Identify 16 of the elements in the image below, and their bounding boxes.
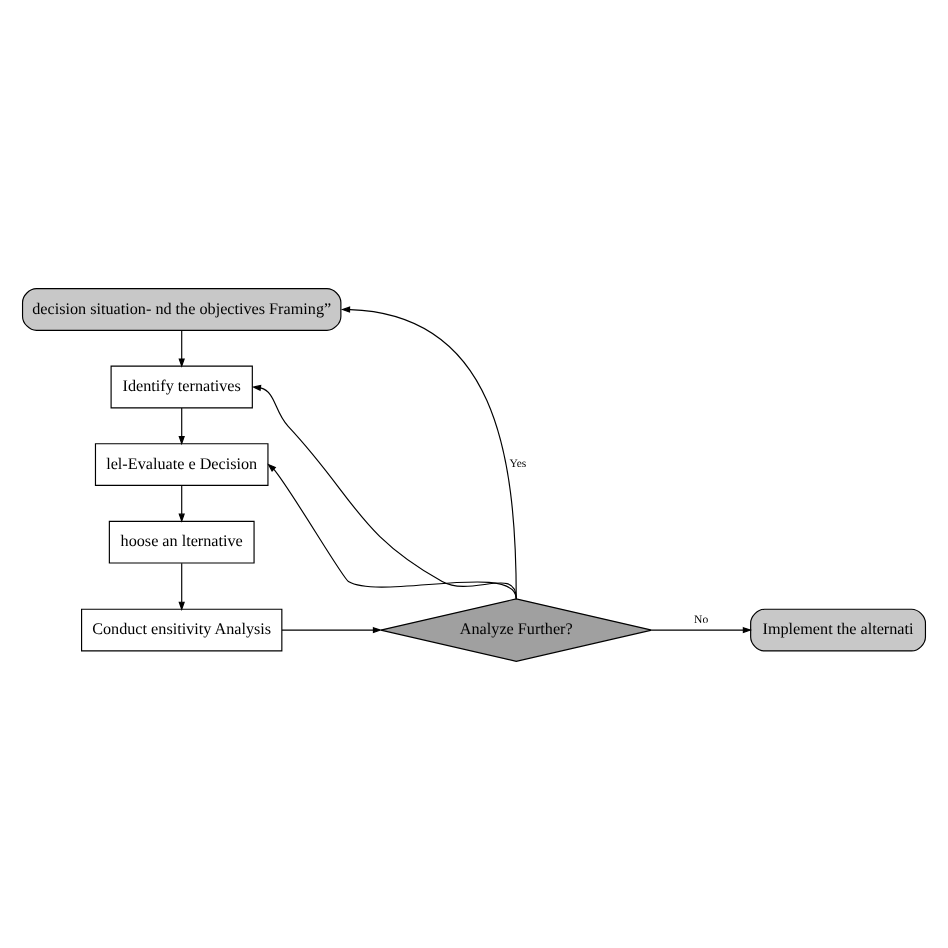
node-box: decision situation- nd the objectives Framing” [21, 287, 342, 330]
arrow [178, 328, 185, 367]
node-box: Conduct ensitivity Analysis [81, 607, 283, 651]
arrow [340, 305, 517, 599]
node-diamond: Analyze Further? [380, 597, 653, 661]
arrow [178, 561, 185, 610]
node-box: Identify ternatives [110, 364, 253, 408]
node-box: Implement the alternati [750, 607, 927, 651]
node-box: hoose an lternative [108, 519, 255, 563]
arrow [651, 625, 753, 633]
arrow [178, 483, 185, 522]
arrow [281, 625, 383, 633]
node-box: lel-Evaluate e Decision [94, 442, 269, 485]
arrow [178, 406, 185, 445]
arrow [251, 383, 517, 599]
arrow [267, 462, 517, 599]
